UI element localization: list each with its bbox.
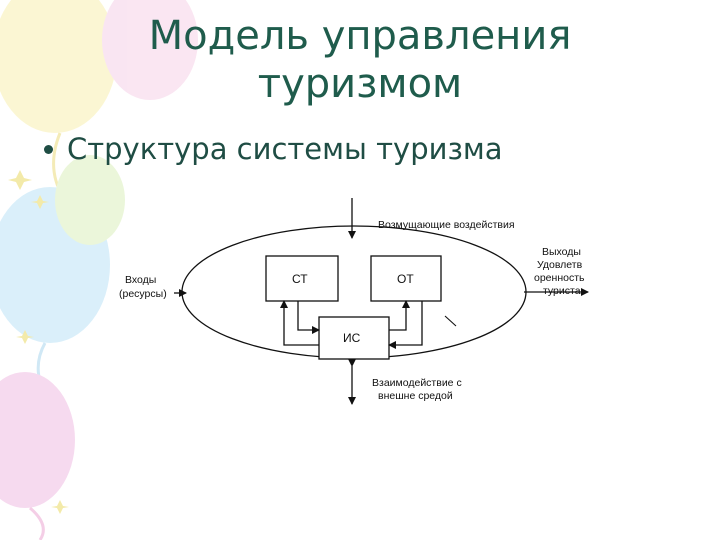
label-disturbances: Возмущающие воздействия xyxy=(378,219,515,231)
feedback-ot-out xyxy=(388,301,423,349)
box-ot-label: ОТ xyxy=(397,272,414,286)
bullet-dot-icon xyxy=(44,144,53,154)
sparkles xyxy=(8,170,69,514)
feedback-ct-in xyxy=(280,300,319,346)
label-outputs-line1: Выходы xyxy=(542,246,581,258)
feedback-ct-out xyxy=(297,301,320,334)
slide-title-line2: туризмом xyxy=(257,61,463,107)
label-inputs-line1: Входы xyxy=(125,274,156,286)
feedback-ot-in xyxy=(389,300,410,331)
balloon-yellow xyxy=(0,0,117,133)
balloon-green xyxy=(55,155,125,245)
label-outputs-line3: оренность xyxy=(534,272,585,284)
balloon-string xyxy=(29,506,45,540)
bullet-text: Структура системы туризма xyxy=(67,132,503,166)
label-interaction-line1: Взаимодействие с xyxy=(372,377,462,389)
stray-tick xyxy=(444,315,457,327)
bullet-item: Структура системы туризма xyxy=(44,132,503,166)
box-is xyxy=(318,316,390,360)
balloon-pink-bottom xyxy=(0,372,75,508)
slide-title-line1: Модель управления xyxy=(148,13,572,59)
box-is-label: ИС xyxy=(343,331,361,345)
label-outputs-line2: Удовлетв xyxy=(537,259,583,271)
label-interaction-line2: внешне средой xyxy=(378,390,453,402)
box-ct-label: СТ xyxy=(292,272,308,286)
balloon-pink-top xyxy=(102,0,198,100)
box-ct xyxy=(265,255,339,302)
label-outputs-line4: туриста xyxy=(543,285,581,297)
slide-title: Модель управления туризмом xyxy=(110,12,610,108)
label-inputs-line2: (ресурсы) xyxy=(119,288,167,300)
